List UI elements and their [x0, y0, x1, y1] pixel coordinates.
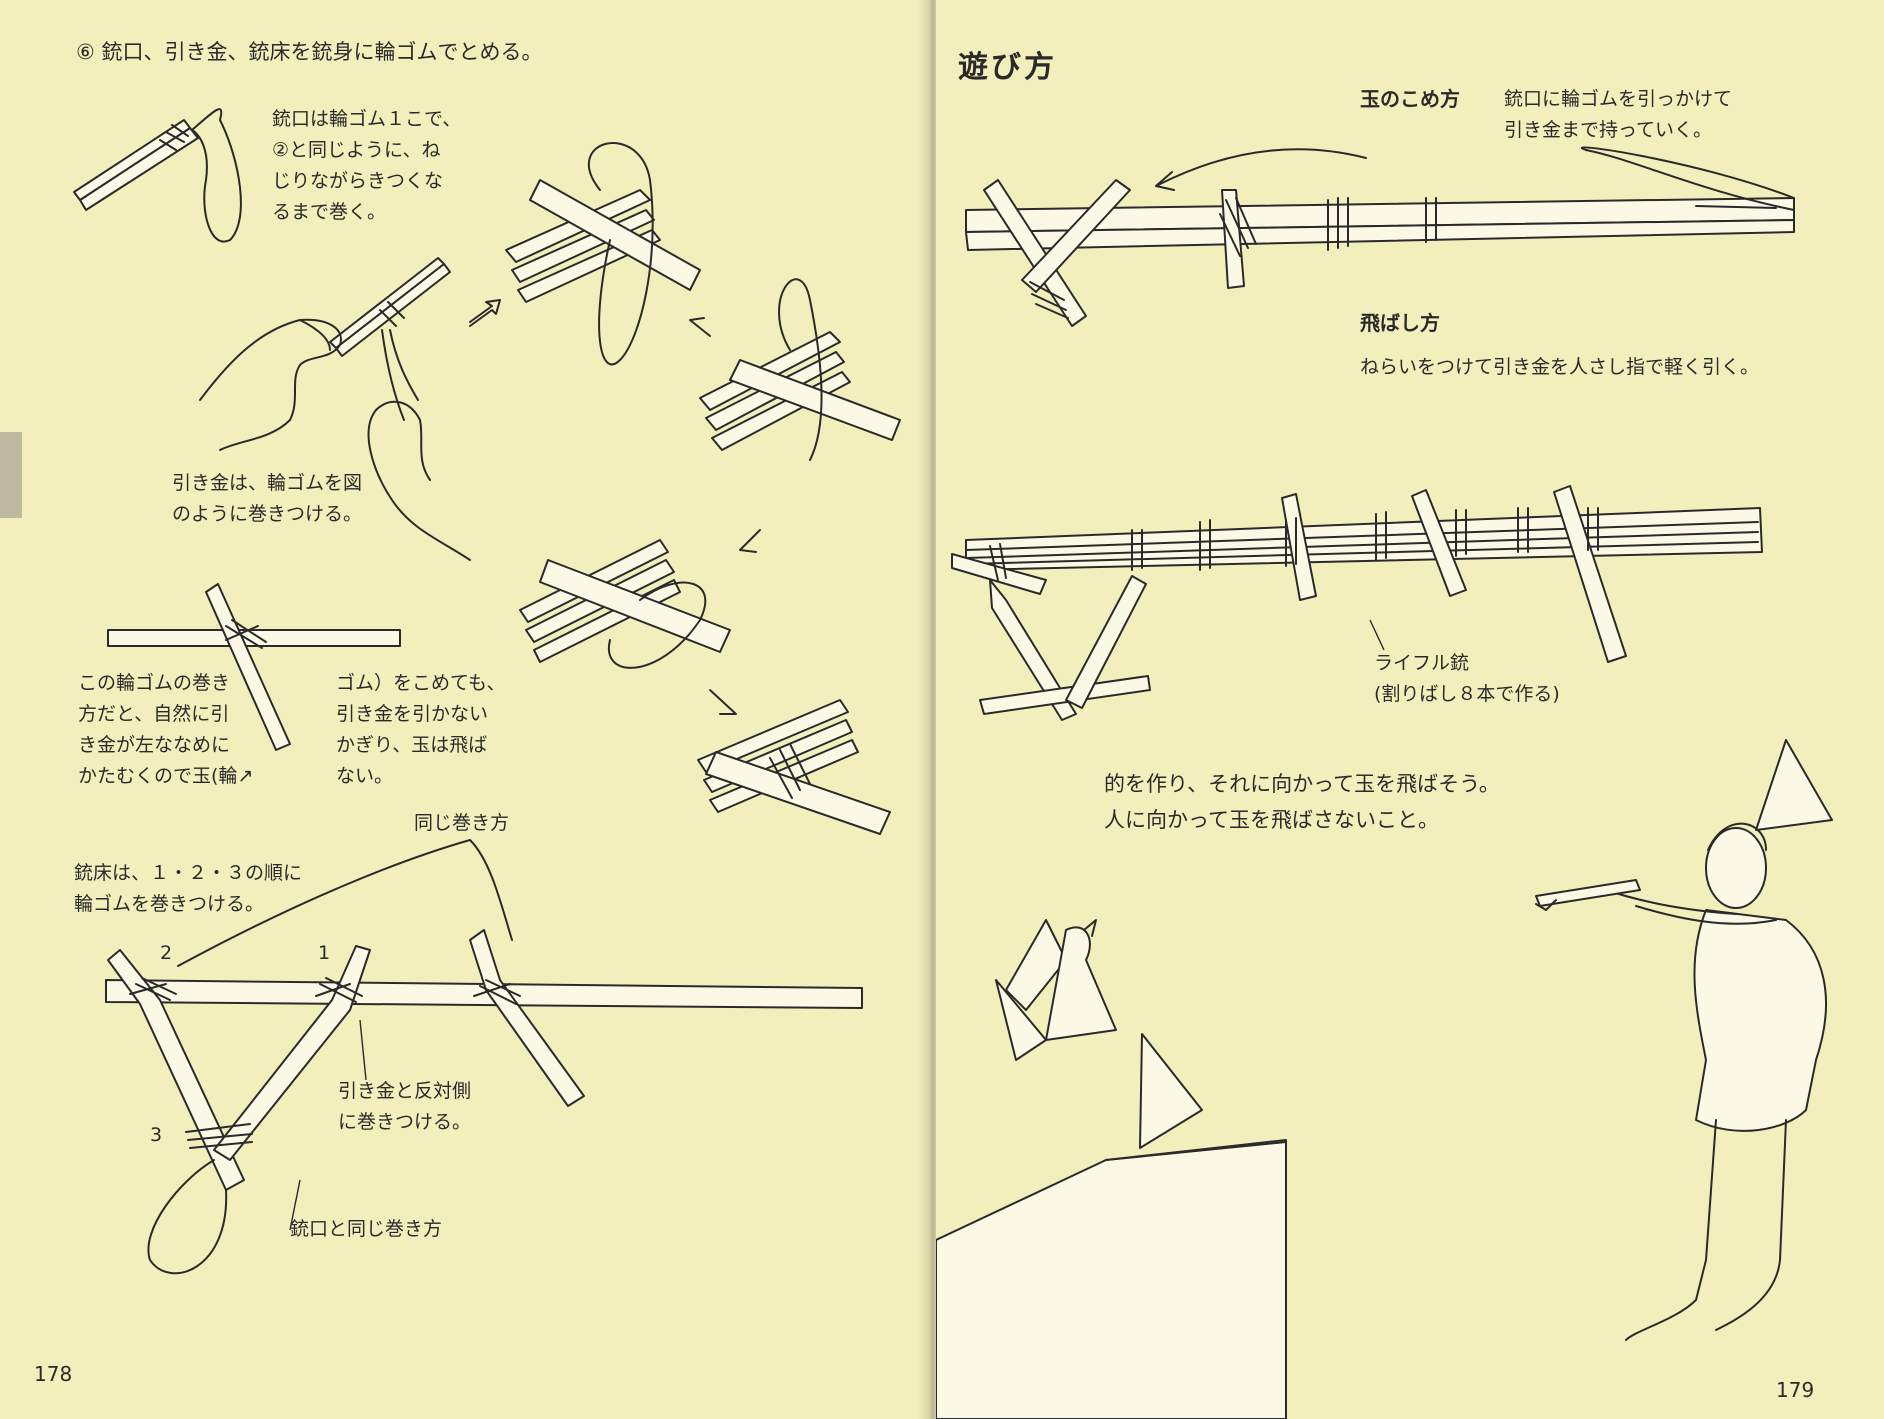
right-illustrations — [936, 146, 1833, 1419]
page-edge-tab — [0, 432, 22, 518]
stock-wrap-illustration — [105, 839, 863, 1275]
muzzle-wrap-illustration — [73, 108, 242, 243]
trigger-tilt-illustration — [107, 583, 401, 751]
load-title: 玉のこめ方 — [1360, 87, 1460, 111]
stock-number-1: 1 — [318, 942, 331, 964]
page-number-left: 178 — [34, 1362, 73, 1386]
warning-note-b: ゴム）をこめても、 引き金を引かない かぎり、玉は飛ば ない。 — [336, 672, 506, 787]
stock-number-2: 2 — [160, 942, 173, 964]
rifle-caption: ライフル銃 (割りばし８本で作る) — [1374, 652, 1560, 705]
left-illustrations — [73, 108, 901, 1275]
trigger-note: 引き金は、輪ゴムを図 のように巻きつける。 — [172, 472, 363, 525]
boy-aiming-illustration — [1535, 739, 1833, 1341]
section-heading: 遊び方 — [958, 50, 1057, 85]
same-as-muzzle-label: 銃口と同じ巻き方 — [290, 1218, 443, 1240]
page-number-right: 179 — [1776, 1378, 1815, 1402]
rifle-illustration — [951, 485, 1763, 721]
trigger-steps-illustration — [469, 142, 901, 835]
opposite-side-label: 引き金と反対側 に巻きつける。 — [338, 1080, 472, 1133]
trigger-wrap-hands-illustration — [199, 257, 471, 561]
fire-title: 飛ばし方 — [1360, 311, 1440, 335]
step-heading: ⑥ 銃口、引き金、銃床を銃身に輪ゴムでとめる。 — [76, 40, 543, 64]
target-bird-illustration — [936, 919, 1287, 1419]
right-page: 遊び方 玉のこめ方 銃口に輪ゴムを引っかけて 引き金まで持っていく。 飛ばし方 … — [936, 0, 1884, 1419]
muzzle-note: 銃口は輪ゴム１こで、 ②と同じように、ね じりながらきつくな るまで巻く。 — [272, 108, 462, 223]
loading-gun-illustration — [965, 146, 1795, 327]
load-text: 銃口に輪ゴムを引っかけて 引き金まで持っていく。 — [1504, 88, 1733, 141]
fire-text: ねらいをつけて引き金を人さし指で軽く引く。 — [1360, 356, 1760, 378]
play-text: 的を作り、それに向かって玉を飛ばそう。 人に向かって玉を飛ばさないこと。 — [1104, 772, 1500, 832]
left-page: ⑥ 銃口、引き金、銃床を銃身に輪ゴムでとめる。 — [0, 0, 930, 1419]
stock-note: 銃床は、１・２・３の順に 輪ゴムを巻きつける。 — [74, 862, 303, 915]
stock-number-3: 3 — [150, 1124, 163, 1146]
same-winding-label: 同じ巻き方 — [414, 812, 510, 834]
warning-note-a: この輪ゴムの巻き 方だと、自然に引 き金が左ななめに かたむくので玉(輪↗ — [78, 672, 254, 787]
